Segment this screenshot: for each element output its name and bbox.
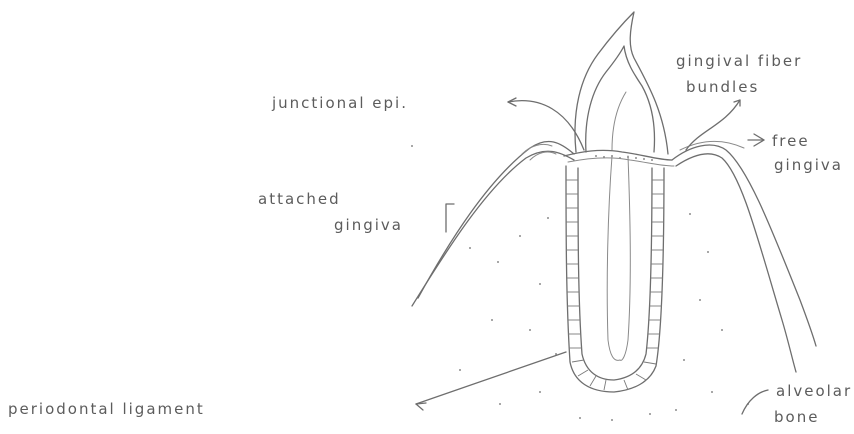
label-attached-gingiva-line2: gingiva (334, 216, 403, 234)
pdl-hatching-left (566, 180, 606, 390)
label-gingival-fiber-line2: bundles (686, 78, 759, 96)
periodontal-ligament-leader (416, 352, 566, 404)
alveolar-bone-dots (411, 145, 749, 421)
label-free-gingiva-line1: free (772, 132, 810, 150)
label-alveolar-bone-line1: alveolar (776, 382, 852, 400)
gingival-margin (564, 150, 674, 166)
gingival-fiber-leader (686, 100, 740, 150)
label-attached-gingiva-line1: attached (258, 190, 341, 208)
alveolar-bone-leader (742, 390, 768, 414)
root-outline (566, 166, 664, 392)
left-gingiva-outline (412, 141, 574, 306)
junctional-epi-leader (508, 101, 584, 150)
diagram-labels: junctional epi. gingival fiber bundles f… (8, 52, 852, 426)
label-free-gingiva-line2: gingiva (774, 156, 843, 174)
label-junctional-epi: junctional epi. (271, 94, 408, 112)
pulp-canal (607, 156, 630, 360)
label-gingival-fiber-line1: gingival fiber (676, 52, 802, 70)
label-alveolar-bone-line2: bone (774, 408, 819, 426)
attached-gingiva-bracket (446, 204, 454, 232)
label-periodontal-ligament: periodontal ligament (8, 400, 205, 418)
right-gingiva-outline (672, 141, 816, 372)
tooth-crown (575, 12, 668, 154)
